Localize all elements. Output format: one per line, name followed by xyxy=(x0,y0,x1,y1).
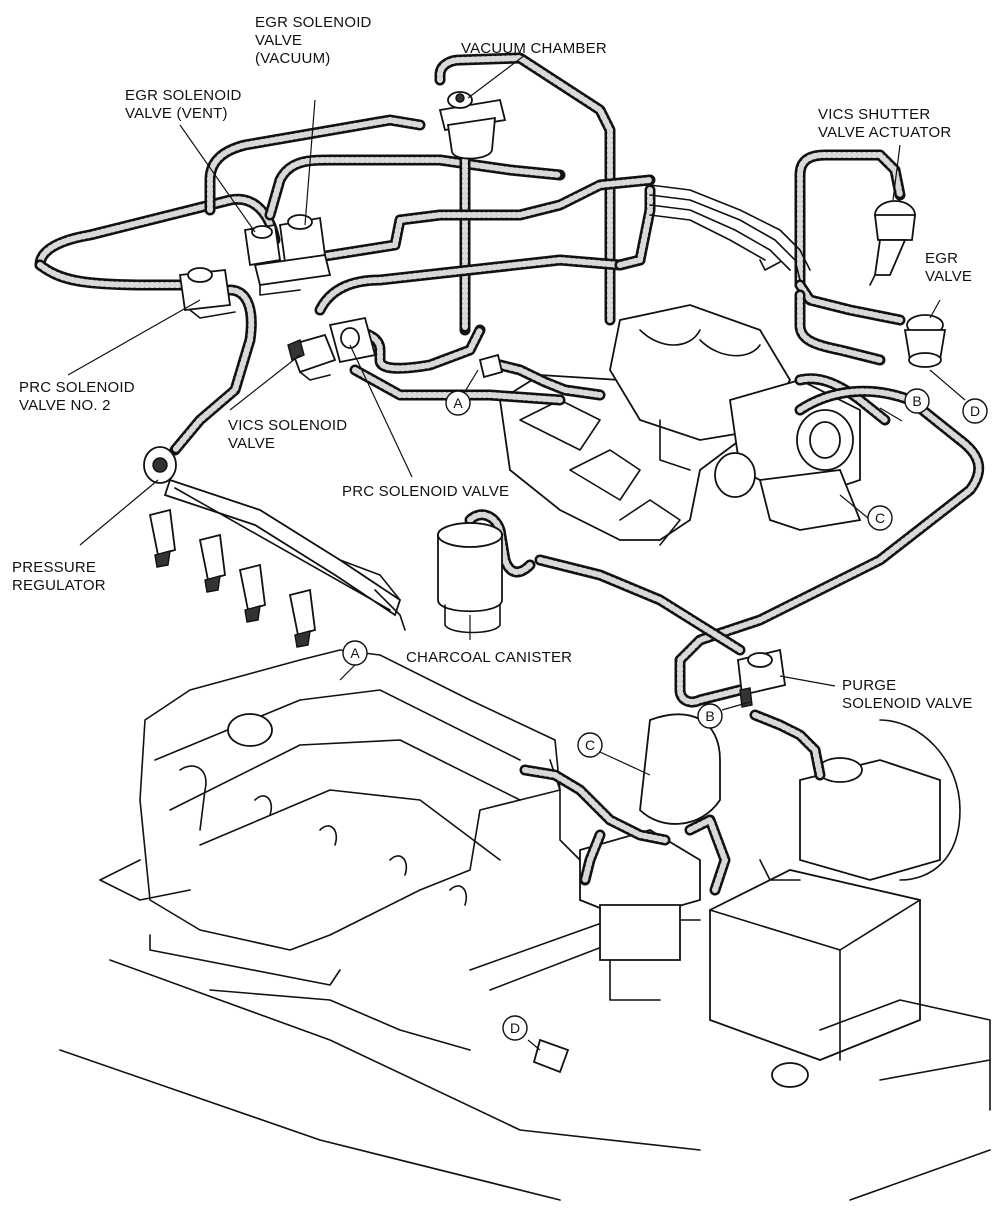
egr-solenoid-valve-vacuum xyxy=(253,214,332,296)
callout-a-top: A xyxy=(445,390,471,416)
label-vacuum-chamber: VACUUM CHAMBER xyxy=(461,40,607,57)
svg-text:VICS SOLENOID: VICS SOLENOID xyxy=(228,417,347,434)
label-charcoal-canister: CHARCOAL CANISTER xyxy=(406,649,572,666)
svg-text:SOLENOID VALVE: SOLENOID VALVE xyxy=(842,695,973,712)
svg-text:PRC SOLENOID VALVE: PRC SOLENOID VALVE xyxy=(342,483,509,500)
lower-intake-assembly xyxy=(549,713,721,1001)
label-vics-solenoid-valve: VICS SOLENOID VALVE xyxy=(228,417,347,452)
svg-text:VICS SHUTTER: VICS SHUTTER xyxy=(818,106,930,123)
callout-b-bottom: B xyxy=(697,703,723,729)
svg-text:CHARCOAL CANISTER: CHARCOAL CANISTER xyxy=(406,649,572,666)
hose-end-d xyxy=(532,1038,570,1074)
egr-solenoid-valve-vent xyxy=(243,223,282,267)
svg-text:A: A xyxy=(453,395,463,411)
vacuum-chamber xyxy=(438,91,507,160)
fuel-injector xyxy=(288,588,316,648)
fuel-injector xyxy=(148,508,176,568)
svg-text:VACUUM CHAMBER: VACUUM CHAMBER xyxy=(461,40,607,57)
svg-text:VALVE: VALVE xyxy=(255,32,302,49)
label-vics-shutter-valve-actuator: VICS SHUTTER VALVE ACTUATOR xyxy=(818,106,951,141)
label-purge-solenoid-valve: PURGE SOLENOID VALVE xyxy=(842,677,973,712)
egr-valve xyxy=(903,314,947,368)
label-prc-solenoid-valve-no2: PRC SOLENOID VALVE NO. 2 xyxy=(19,379,135,414)
svg-text:B: B xyxy=(705,708,714,724)
svg-text:EGR: EGR xyxy=(925,250,958,267)
prc-solenoid-valve xyxy=(328,316,377,364)
pressure-regulator xyxy=(143,446,177,484)
svg-text:(VACUUM): (VACUUM) xyxy=(255,50,330,67)
svg-text:VALVE NO. 2: VALVE NO. 2 xyxy=(19,397,111,414)
leader-lines xyxy=(67,54,966,1051)
fuel-injector xyxy=(238,563,266,623)
svg-text:VALVE: VALVE xyxy=(925,268,972,285)
svg-text:VALVE ACTUATOR: VALVE ACTUATOR xyxy=(818,124,951,141)
svg-text:PURGE: PURGE xyxy=(842,677,896,694)
prc-solenoid-valve-no2 xyxy=(178,267,236,319)
svg-text:EGR SOLENOID: EGR SOLENOID xyxy=(255,14,372,31)
callout-a-bottom: A xyxy=(342,640,368,666)
svg-text:EGR SOLENOID: EGR SOLENOID xyxy=(125,87,242,104)
svg-text:A: A xyxy=(350,645,360,661)
callout-c-top: C xyxy=(867,505,893,531)
pipe-bundle xyxy=(649,184,811,281)
battery-area xyxy=(709,719,991,1201)
callout-b-top: B xyxy=(904,388,930,414)
vics-solenoid-valve xyxy=(287,333,337,381)
svg-text:C: C xyxy=(585,737,595,753)
label-egr-solenoid-valve-vacuum: EGR SOLENOID VALVE (VACUUM) xyxy=(255,14,372,67)
callout-c-bottom: C xyxy=(577,732,603,758)
svg-text:VALVE: VALVE xyxy=(228,435,275,452)
svg-text:D: D xyxy=(510,1020,520,1036)
callout-d-bottom: D xyxy=(502,1015,528,1041)
svg-text:C: C xyxy=(875,510,885,526)
hose-port-a xyxy=(478,353,504,379)
purge-solenoid-valve xyxy=(737,648,787,708)
label-prc-solenoid-valve: PRC SOLENOID VALVE xyxy=(342,483,509,500)
svg-text:REGULATOR: REGULATOR xyxy=(12,577,106,594)
label-pressure-regulator: PRESSURE REGULATOR xyxy=(12,559,106,594)
svg-text:B: B xyxy=(912,393,921,409)
svg-text:VALVE (VENT): VALVE (VENT) xyxy=(125,105,228,122)
label-egr-valve: EGR VALVE xyxy=(925,250,972,285)
fuel-rail-injectors xyxy=(148,478,406,648)
fuel-injector xyxy=(198,533,226,593)
charcoal-canister xyxy=(437,522,503,634)
callout-d-top: D xyxy=(962,398,988,424)
vacuum-hoses xyxy=(34,52,985,896)
svg-text:PRC SOLENOID: PRC SOLENOID xyxy=(19,379,135,396)
svg-text:PRESSURE: PRESSURE xyxy=(12,559,96,576)
svg-text:D: D xyxy=(970,403,980,419)
intake-manifold xyxy=(499,304,862,546)
vics-shutter-valve-actuator xyxy=(869,200,917,286)
label-egr-solenoid-valve-vent: EGR SOLENOID VALVE (VENT) xyxy=(125,87,242,122)
